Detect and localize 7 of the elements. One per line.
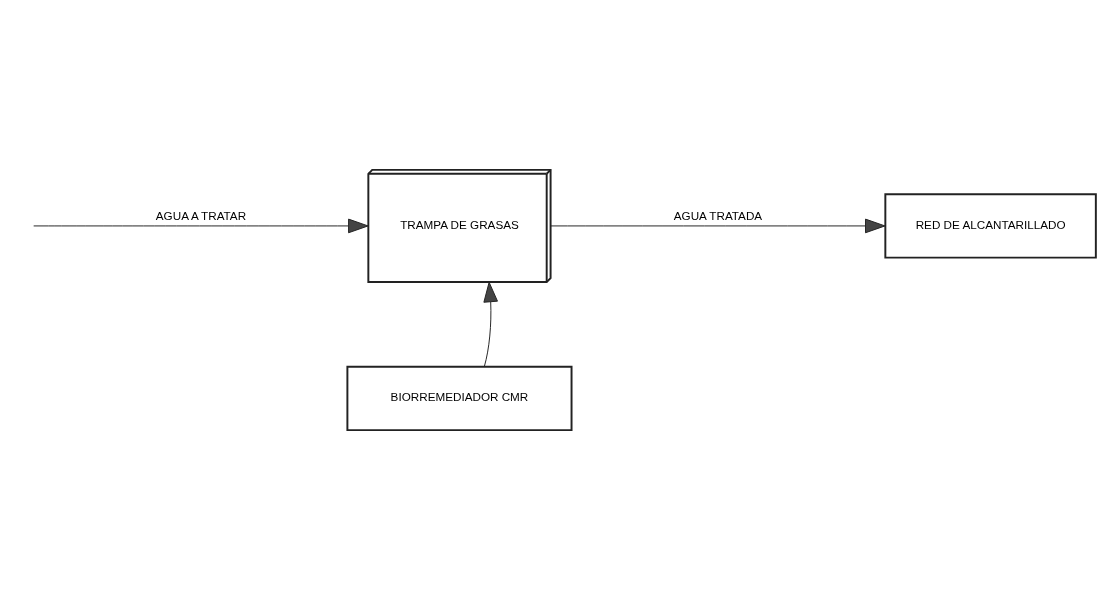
node-box: BIORREMEDIADOR CMR	[346, 365, 573, 432]
edge-label: AGUA A TRATAR	[155, 208, 247, 222]
arrow	[483, 281, 498, 368]
node-box: RED DE ALCANTARILLADO	[884, 193, 1097, 259]
arrow	[550, 218, 886, 234]
edge-label: AGUA TRATADA	[673, 208, 763, 222]
arrow	[33, 218, 369, 234]
